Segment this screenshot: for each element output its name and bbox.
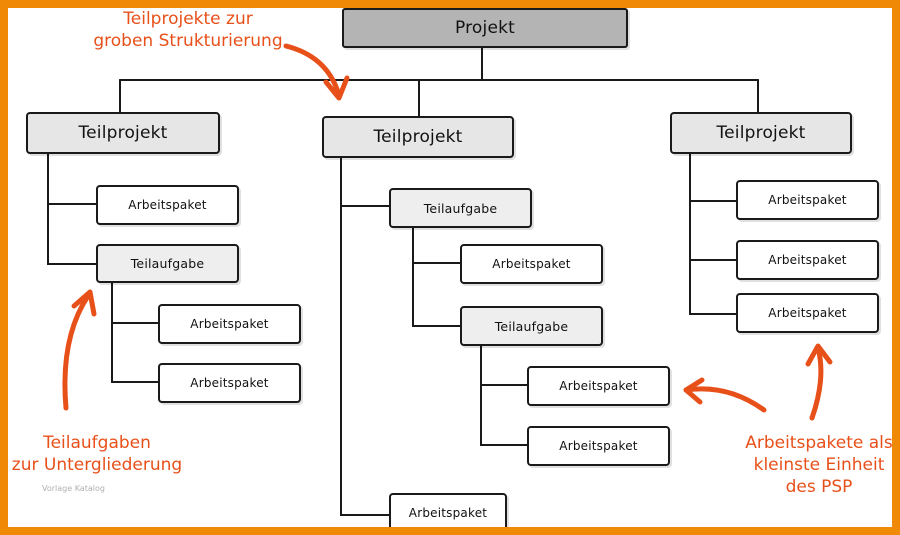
- annotation-line: groben Strukturierung: [93, 31, 283, 51]
- node-teilaufgabe: Teilaufgabe: [389, 188, 532, 228]
- annotation-line: Teilprojekte zur: [123, 9, 253, 29]
- annotation-line: des PSP: [785, 477, 853, 497]
- node-arbeitspaket: Arbeitspaket: [527, 426, 670, 466]
- arrow-right-head: [805, 343, 833, 367]
- annotation-line: zur Untergliederung: [11, 455, 183, 475]
- node-arbeitspaket: Arbeitspaket: [158, 304, 301, 344]
- node-teilaufgabe: Teilaufgabe: [96, 244, 239, 283]
- arrow-right: [809, 345, 824, 421]
- diagram-canvas: Projekt Teilprojekt Teilprojekt Teilproj…: [8, 8, 892, 527]
- node-arbeitspaket: Arbeitspaket: [96, 185, 239, 225]
- arrow-mid-head: [683, 377, 705, 405]
- arrow-left-head: [71, 289, 97, 317]
- node-arbeitspaket: Arbeitspaket: [736, 180, 879, 220]
- node-projekt: Projekt: [342, 8, 628, 48]
- annotation-line: Teilaufgaben: [43, 433, 151, 453]
- connector-lines: [47, 43, 833, 516]
- watermark: Vorlage Katalog: [42, 484, 105, 493]
- annotation-teilprojekte: Teilprojekte zur groben Strukturierung: [78, 8, 298, 52]
- node-teilprojekt-1: Teilprojekt: [26, 112, 220, 154]
- annotation-teilaufgaben: Teilaufgaben zur Untergliederung: [8, 432, 192, 476]
- node-arbeitspaket: Arbeitspaket: [158, 363, 301, 403]
- node-teilprojekt-3: Teilprojekt: [670, 112, 852, 154]
- node-arbeitspaket: Arbeitspaket: [527, 366, 670, 406]
- node-arbeitspaket: Arbeitspaket: [736, 293, 879, 333]
- node-arbeitspaket: Arbeitspaket: [389, 493, 507, 527]
- arrow-top-head: [323, 75, 350, 101]
- arrow-left: [62, 293, 91, 411]
- annotation-line: Arbeitspakete als: [745, 433, 892, 453]
- annotation-arrows: [62, 43, 833, 421]
- arrow-mid: [683, 386, 767, 413]
- node-arbeitspaket: Arbeitspaket: [736, 240, 879, 280]
- node-teilaufgabe: Teilaufgabe: [460, 306, 603, 346]
- node-arbeitspaket: Arbeitspaket: [460, 244, 603, 284]
- annotation-arbeitspakete: Arbeitspakete als kleinste Einheit des P…: [734, 432, 892, 498]
- annotation-line: kleinste Einheit: [753, 455, 885, 475]
- arrow-top: [283, 43, 341, 95]
- node-teilprojekt-2: Teilprojekt: [322, 116, 514, 158]
